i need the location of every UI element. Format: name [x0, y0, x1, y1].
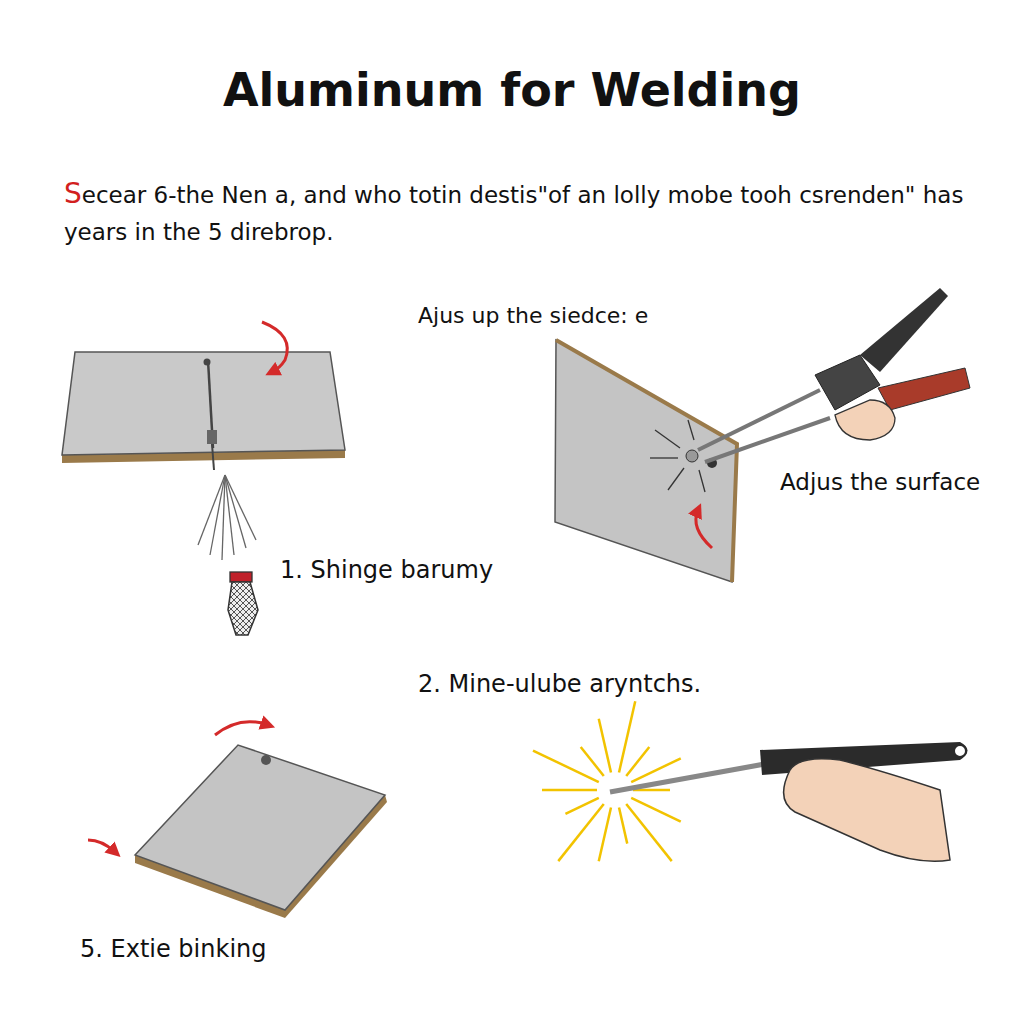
spark-stroke [581, 747, 604, 776]
spark-stroke [619, 701, 635, 772]
spark-stroke [565, 798, 598, 814]
step-label: 1. Shinge barumy [280, 555, 493, 585]
welding-torch [533, 701, 967, 861]
intro-paragraph: Secear 6-the Nen a, and who totin destis… [64, 172, 974, 251]
spark-stroke [626, 804, 672, 861]
spark-stroke [599, 808, 611, 862]
step-label: 2. Mine-ulube aryntchs. [418, 669, 701, 699]
pliers-tool [698, 288, 970, 462]
step-label: Ajus up the siedce: e [418, 302, 648, 330]
plate-top-left [62, 322, 345, 470]
spark-stroke [533, 751, 599, 783]
spark-stroke [619, 808, 627, 844]
step-label: Adjus the surface [780, 468, 980, 497]
step-label: 5. Extie binking [80, 934, 267, 964]
title: Aluminum for Welding [0, 62, 1024, 120]
wire-brush [198, 475, 258, 635]
plate-bottom-left [88, 722, 387, 918]
spark-stroke [599, 719, 611, 773]
spark-stroke [626, 747, 649, 776]
spark-stroke [542, 789, 597, 792]
spark-stroke [558, 804, 604, 861]
